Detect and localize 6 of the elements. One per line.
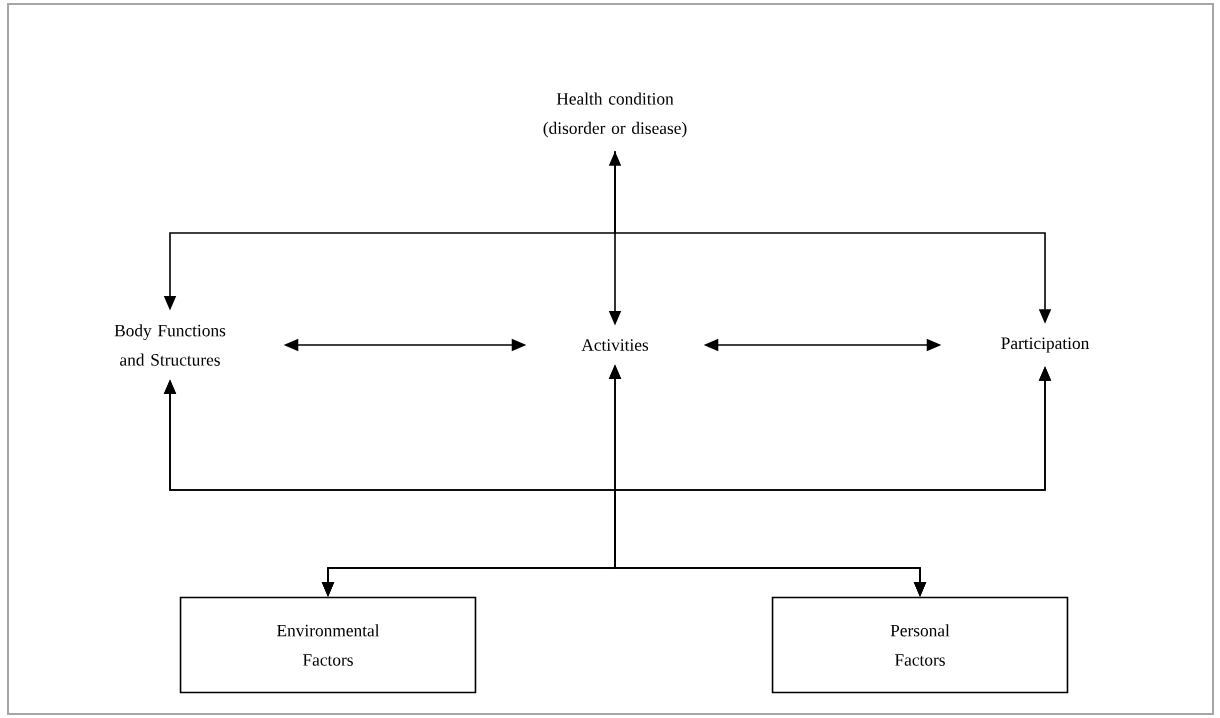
- component-text: Participation: [1001, 337, 1090, 353]
- component-text: Activities: [581, 339, 649, 351]
- component-text: Body Functions and Structures: [114, 324, 226, 366]
- factor-box: Environmental Factors: [179, 596, 477, 694]
- factor-box: Personal Factors: [771, 596, 1069, 694]
- condition-text: Health condition (disorder or disease): [543, 92, 687, 138]
